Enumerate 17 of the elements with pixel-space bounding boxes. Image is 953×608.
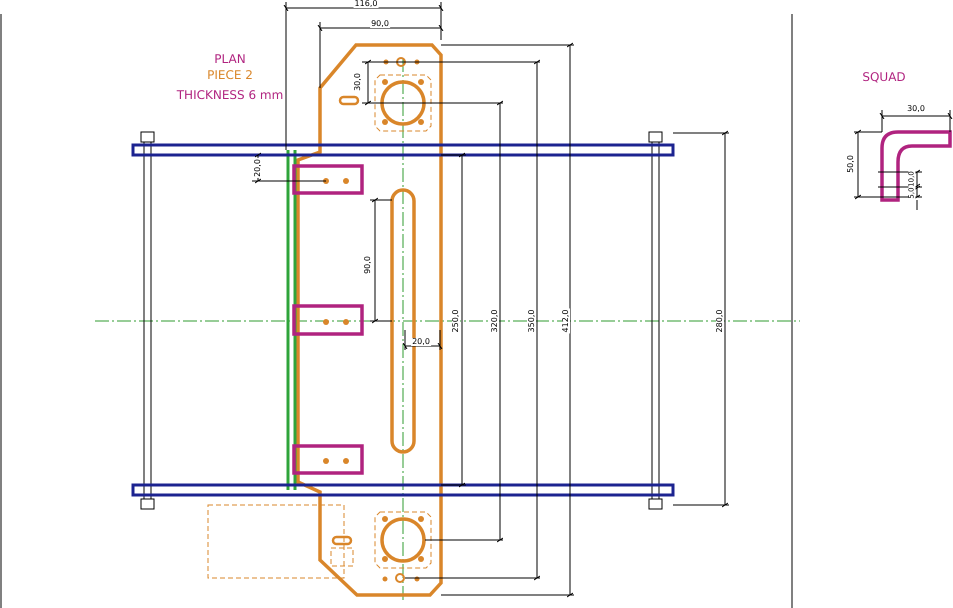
dimension-text: 30,0	[354, 72, 362, 92]
dimension-text: 320,0	[491, 308, 499, 334]
dimension-text: 250,0	[452, 308, 460, 334]
dimension-text: 30,0	[906, 105, 926, 113]
title-text: PLAN	[213, 53, 247, 65]
dimension-text: 20,0	[254, 158, 262, 178]
dimension-text: 412,0	[562, 308, 570, 334]
dimension-text: 90,0	[370, 20, 390, 28]
dimension-text: 50,0	[847, 154, 855, 174]
title-text: THICKNESS 6 mm	[176, 89, 284, 101]
dimension-text: 280,0	[716, 308, 724, 334]
dimension-text: 116,0	[354, 0, 378, 8]
dimension-text: 350,0	[528, 308, 536, 334]
title-text: SQUAD	[861, 71, 907, 83]
title-text: PIECE 2	[206, 69, 254, 81]
dimension-text: 20,0	[411, 338, 431, 346]
dimension-text: 90,0	[364, 255, 372, 275]
